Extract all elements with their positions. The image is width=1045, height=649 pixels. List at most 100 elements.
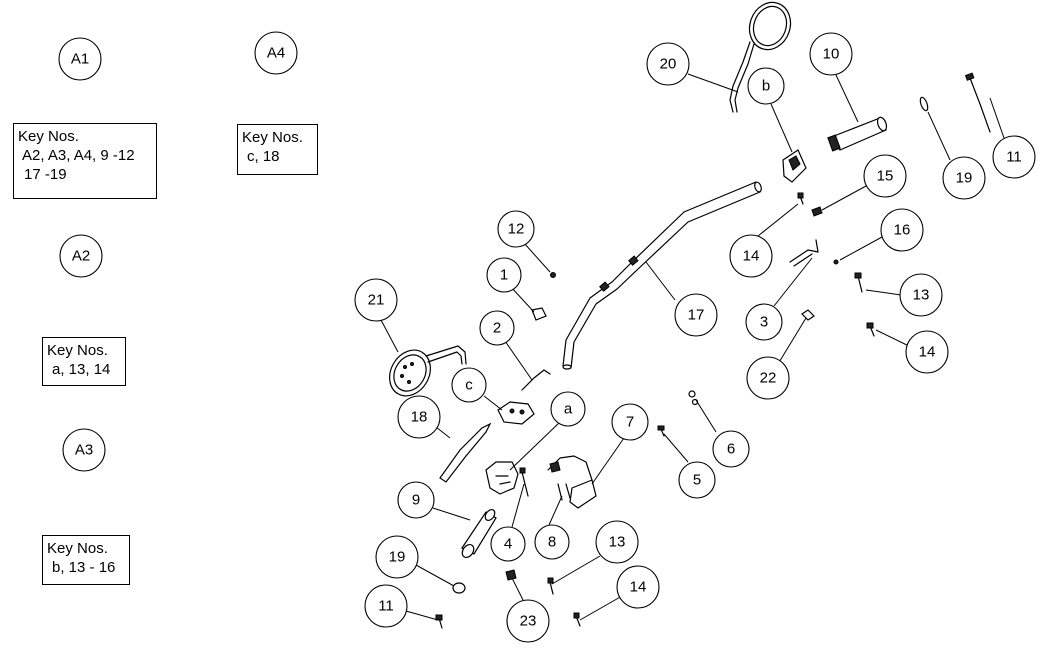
brake-switch-part [547,455,597,509]
assembly-callout-a1: A1 [58,37,102,81]
callout-label: 16 [894,222,911,239]
callout-label: 5 [693,472,701,489]
assembly-callout-a4: A4 [254,31,298,75]
callout-label: 21 [368,292,385,309]
small-bracket-part [521,369,551,391]
part-callout-2: 2 [479,310,515,346]
key-box-title: Key Nos. [47,342,108,359]
mirror-right-part [729,1,792,113]
key-box-a4: Key Nos. c, 18 [237,124,318,175]
callout-label: 14 [919,344,936,361]
part-callout-b: b [747,67,785,105]
callout-label: A2 [72,248,90,265]
callout-label: 9 [412,492,420,509]
grip-right-part [827,116,888,152]
assembly-callout-a2: A2 [59,234,103,278]
handlebar-tube-part [562,181,762,370]
lever-part [439,422,492,483]
key-box-a3: Key Nos. b, 13 - 16 [42,535,130,585]
part-callout-22: 22 [746,356,790,400]
key-box-line: 17 -19 [24,166,67,183]
part-callout-11-right: 11 [992,135,1036,179]
callout-label: 3 [760,314,768,331]
part-callout-4: 4 [490,526,526,562]
callout-label: 10 [823,46,840,63]
callout-label: 13 [609,534,626,551]
part-callout-20: 20 [646,42,690,86]
callout-label: A3 [75,442,93,459]
part-callout-1: 1 [486,257,522,293]
grip-left-part [461,508,497,559]
part-callout-14-right: 14 [905,330,949,374]
callout-label: c [465,377,473,394]
key-box-a2: Key Nos. a, 13, 14 [42,337,126,386]
part-callout-13-lower: 13 [595,520,639,564]
spring-part [688,390,699,406]
part-callout-8: 8 [534,524,570,560]
key-box-a1: Key Nos. A2, A3, A4, 9 -12 17 -19 [13,123,157,199]
callout-label: 13 [913,287,930,304]
callout-label: 15 [877,168,894,185]
part-callout-19-right: 19 [942,156,986,200]
part-callout-3: 3 [745,303,783,341]
callout-label: 18 [411,409,428,426]
part-callout-19-left: 19 [375,535,419,579]
callout-label: 6 [727,441,735,458]
callout-label: A4 [267,45,285,62]
part-callout-13-right: 13 [899,273,943,317]
assembly-callout-a3: A3 [62,428,106,472]
part-callout-12: 12 [497,210,535,248]
callout-label: 22 [760,370,777,387]
switch-housing-part [497,401,535,425]
key-box-title: Key Nos. [242,129,303,146]
part-callout-5: 5 [678,461,716,499]
callout-label: 12 [508,221,525,238]
callout-label: 19 [956,170,973,187]
part-callout-6: 6 [712,430,750,468]
part-callout-10: 10 [809,32,853,76]
callout-label: 8 [548,534,556,551]
callout-label: 20 [660,56,677,73]
part-callout-c: c [451,367,487,403]
callout-label: 14 [743,248,760,265]
part-callout-7: 7 [611,403,649,441]
key-box-title: Key Nos. [47,540,108,557]
end-cap-part [452,96,929,594]
key-box-line: A2, A3, A4, 9 -12 [22,147,135,164]
callout-label: 14 [630,579,647,596]
mirror-left-part [389,345,467,397]
part-callout-11-left: 11 [364,584,408,628]
part-callout-18: 18 [397,395,441,439]
bracket-part [789,239,819,267]
callout-label: 2 [493,320,501,337]
spring-part [811,206,823,217]
part-callout-16: 16 [880,208,924,252]
key-box-title: Key Nos. [18,128,79,145]
callout-label: A1 [71,51,89,68]
key-box-line: b, 13 - 16 [52,559,116,576]
callout-label: 11 [1006,149,1022,166]
callout-label: a [564,401,573,418]
callout-label: 7 [626,414,634,431]
key-box-line: a, 13, 14 [52,361,111,378]
callout-label: b [762,78,770,95]
key-box-line: c, 18 [247,148,280,165]
part-callout-21: 21 [354,278,398,322]
callout-label: 11 [378,598,394,615]
callout-label: 23 [520,613,537,630]
leader-lines [380,73,1005,621]
callout-label: 19 [389,549,406,566]
part-callout-14-upper: 14 [729,234,773,278]
callout-label: 1 [500,267,508,284]
throttle-housing-part [782,149,807,183]
nut-part [505,569,517,581]
part-callout-14-lower: 14 [616,565,660,609]
callout-label: 4 [504,536,512,553]
part-callout-23: 23 [506,599,550,643]
part-callout-15: 15 [863,154,907,198]
part-callout-a: a [550,391,586,427]
screw-hardware-group [435,72,991,629]
clip-part [531,307,547,321]
nut-part [801,309,815,321]
